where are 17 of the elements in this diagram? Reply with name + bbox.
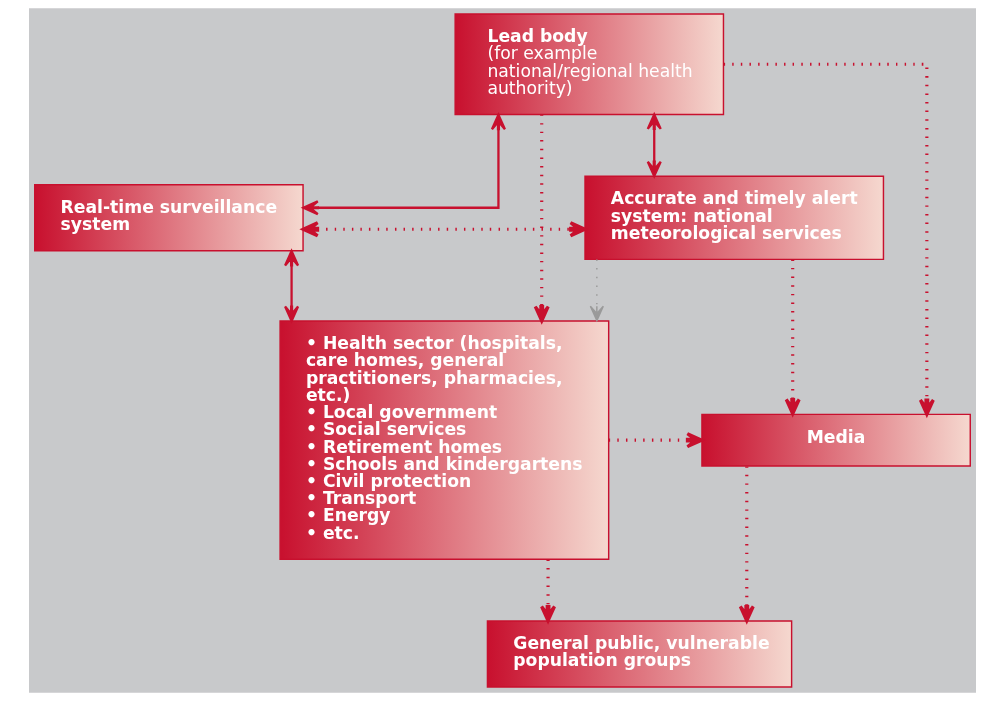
node-box: General public, vulnerable population groups bbox=[486, 620, 793, 688]
arrow bbox=[723, 62, 935, 416]
arrow bbox=[784, 259, 801, 416]
node-box: Lead body (for example national/regional health authority) bbox=[454, 13, 725, 116]
node-box: Real-time surveillance system bbox=[34, 184, 304, 252]
arrow bbox=[646, 113, 662, 178]
node-box: • Health sector (hospitals, care homes, general practitioners, pharmacies, etc.) • Local government • Social services • Retirement homes • Schools and kindergartens • Civil protection • Transport • Energy • etc. bbox=[279, 320, 610, 560]
arrow bbox=[738, 466, 755, 623]
arrow bbox=[608, 432, 704, 449]
arrow bbox=[533, 114, 550, 323]
node-box: Media bbox=[701, 413, 971, 467]
arrow bbox=[283, 249, 300, 323]
arrow bbox=[589, 258, 604, 322]
arrow bbox=[540, 559, 557, 623]
arrow bbox=[301, 221, 587, 238]
node-box: Accurate and timely alert system: national meteorological services bbox=[584, 175, 885, 261]
arrow bbox=[302, 113, 507, 216]
